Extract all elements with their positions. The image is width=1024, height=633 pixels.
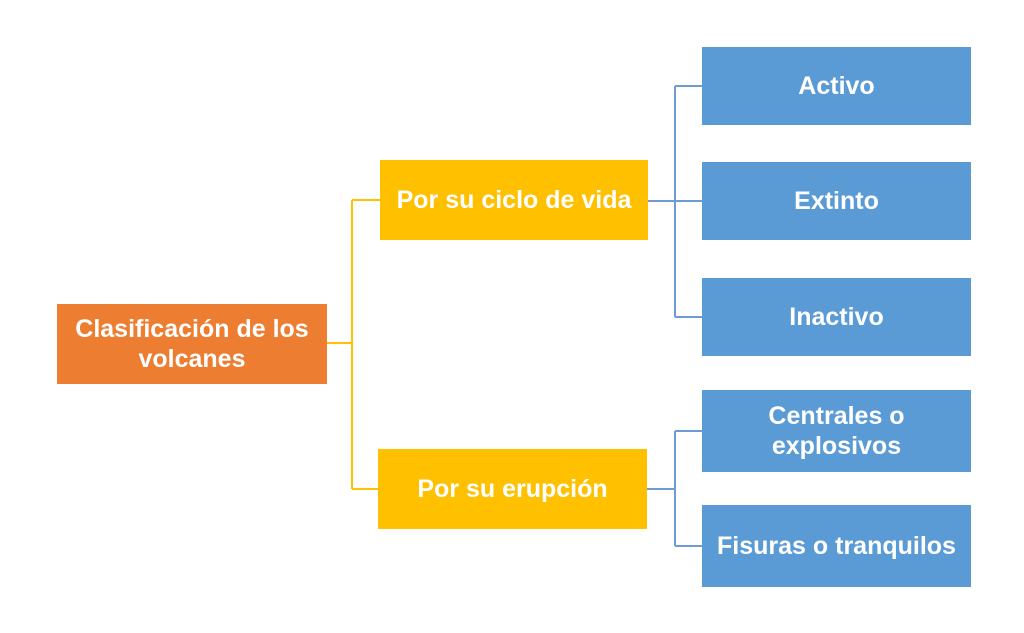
connector-ciclo-to-leaves: [648, 85, 702, 318]
branch-node-label: Por su erupción: [417, 474, 608, 503]
connector-erupcion-to-leaves: [647, 430, 702, 547]
branch-node-erupcion: Por su erupción: [378, 449, 647, 529]
leaf-node-fisuras-tranquilos: Fisuras o tranquilos: [702, 505, 971, 587]
leaf-node-label: Fisuras o tranquilos: [717, 531, 956, 560]
leaf-node-label: Extinto: [794, 186, 879, 215]
branch-node-ciclo-de-vida: Por su ciclo de vida: [380, 160, 648, 240]
branch-node-label: Por su ciclo de vida: [396, 185, 632, 214]
leaf-node-activo: Activo: [702, 47, 971, 125]
connector-root-to-branches: [327, 199, 380, 490]
leaf-node-label: Inactivo: [789, 302, 884, 331]
root-node-clasificacion: Clasificación de los volcanes: [57, 304, 327, 384]
leaf-node-label: Activo: [798, 71, 875, 100]
leaf-node-inactivo: Inactivo: [702, 278, 971, 356]
leaf-node-centrales-explosivos: Centrales o explosivos: [702, 390, 971, 472]
root-node-label: Clasificación de los volcanes: [75, 314, 309, 374]
leaf-node-extinto: Extinto: [702, 162, 971, 240]
leaf-node-label: Centrales o explosivos: [768, 401, 905, 461]
